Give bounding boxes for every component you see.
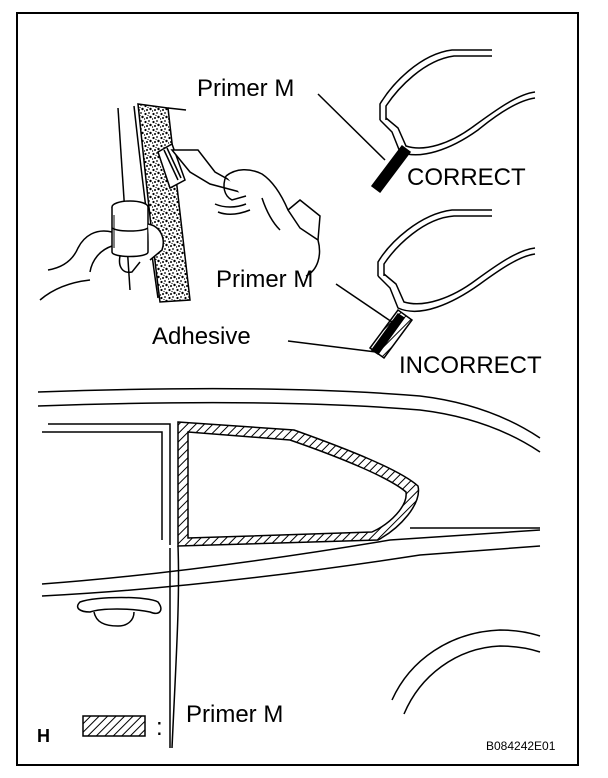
adhesive-label: Adhesive — [152, 323, 251, 350]
primer-container-icon — [39, 200, 164, 301]
incorrect-cross-section-icon — [287, 209, 536, 360]
car-rear-quarter-window-icon — [37, 387, 541, 749]
hand-applying-brush-icon — [117, 103, 321, 303]
primer-top-label: Primer M — [197, 75, 295, 102]
correct-cross-section-icon — [317, 49, 536, 194]
correct-label: CORRECT — [407, 164, 526, 191]
hatched-primer-swatch-icon — [82, 715, 146, 737]
incorrect-label: INCORRECT — [399, 352, 542, 379]
corner-letter: H — [37, 726, 50, 746]
figure-code: B084242E01 — [486, 739, 556, 753]
legend-primer-label: Primer M — [186, 701, 284, 728]
primer-mid-label: Primer M — [216, 266, 314, 293]
legend-colon: : — [156, 714, 163, 741]
